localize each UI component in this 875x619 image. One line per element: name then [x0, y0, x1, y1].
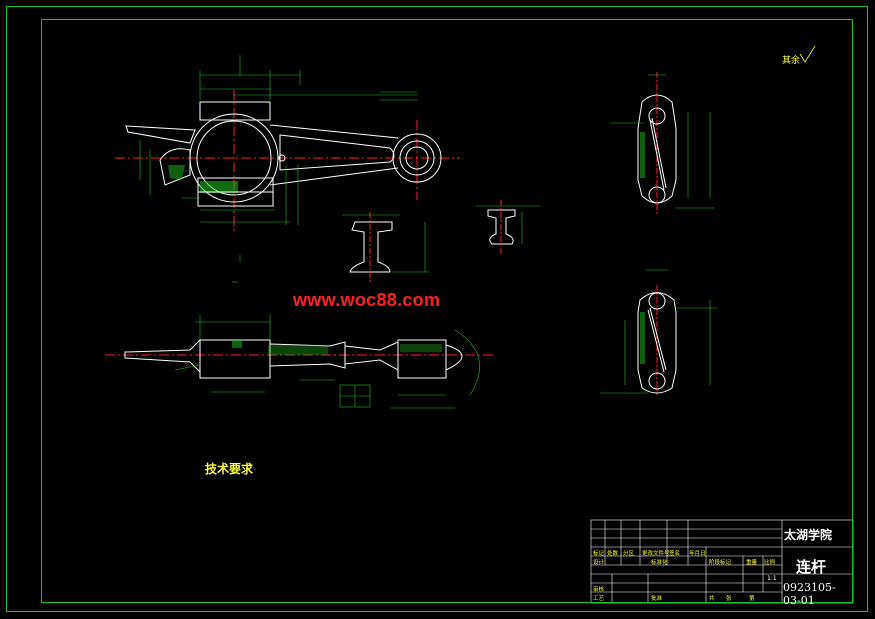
main-view [115, 90, 460, 232]
watermark-text: www.woc88.com [293, 290, 441, 310]
right-view-top [637, 72, 677, 215]
tb-label-sheets-total: 共 [709, 596, 715, 602]
title-block-grid [590, 519, 854, 604]
tb-label-standardize: 标准化 [651, 560, 668, 566]
drawing-number: 0923105-03-01 [783, 581, 836, 607]
outer-frame [6, 6, 868, 612]
section-ibeam-2-dims [476, 205, 540, 244]
tb-label-design: 设计 [593, 560, 605, 566]
small-end-bore [405, 146, 429, 170]
tb-label-stage-mark: 阶段标记 [709, 560, 732, 566]
scale-value: 1:1 [767, 575, 777, 582]
tb-label-count: 处数 [607, 551, 619, 557]
right-view-bottom-outline [637, 292, 677, 394]
tb-label-mark: 标记 [593, 551, 605, 557]
right-view-top-dims [610, 74, 715, 209]
tb-label-craft: 工艺 [593, 596, 605, 602]
big-end-bore [196, 120, 272, 196]
section-ibeam-1-dims [342, 214, 430, 273]
rod-arm [269, 124, 399, 186]
bottom-small-end [397, 339, 447, 379]
rod-cap-hatch [200, 181, 238, 193]
tb-label-ratio: 比例 [764, 560, 776, 566]
bottom-view-dimensions [174, 315, 480, 409]
title-block: 太湖学院 连杆 1:1 0923105-03-01 标记 处数 分区 更改文件号… [591, 520, 853, 607]
tb-label-weight: 重量 [746, 560, 758, 566]
school-name: 太湖学院 [784, 528, 833, 542]
tb-label-signature: 签名 [669, 551, 681, 557]
tb-label-date: 年月日 [689, 551, 706, 557]
section-ibeam-2 [487, 200, 516, 255]
tb-label-approve: 批准 [651, 596, 663, 602]
tb-label-change-doc: 更改文件号 [642, 551, 670, 557]
drawing-border [41, 19, 853, 603]
tb-label-review: 审核 [593, 587, 605, 593]
small-end-mid [399, 140, 435, 176]
small-end-outer [392, 133, 442, 183]
part-name: 连杆 [796, 558, 827, 576]
tb-label-sheet-no: 第 [749, 596, 755, 602]
surface-roughness-icon [799, 45, 816, 63]
main-view-dimensions [139, 55, 418, 283]
tb-label-zone: 分区 [623, 551, 635, 557]
right-view-bottom [637, 285, 677, 395]
bottom-view [105, 338, 495, 379]
section-ibeam-1 [349, 212, 393, 282]
roughness-note: 其余 [782, 56, 801, 66]
big-end-boss [199, 101, 271, 121]
right-view-bottom-dims [600, 269, 718, 394]
left-lever [125, 125, 196, 144]
technical-requirements-title: 技术要求 [205, 462, 254, 476]
right-view-top-outline [637, 94, 677, 204]
tb-label-sheet: 张 [726, 596, 732, 602]
